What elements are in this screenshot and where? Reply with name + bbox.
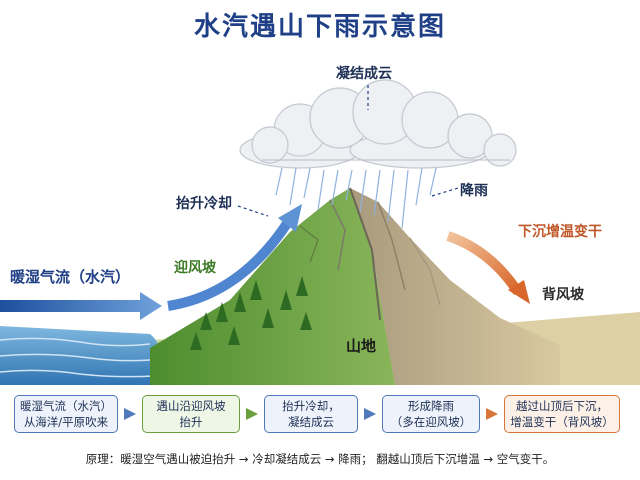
windward-label: 迎风坡 bbox=[174, 260, 216, 276]
arrow-right-icon bbox=[246, 408, 258, 420]
trees bbox=[190, 276, 312, 350]
step-line: 凝结成云 bbox=[288, 415, 334, 429]
page-title: 水汽遇山下雨示意图 bbox=[193, 12, 446, 42]
sink-warm-label: 下沉增温变干 bbox=[518, 224, 602, 240]
rain bbox=[275, 167, 437, 229]
sink-arrow bbox=[446, 231, 523, 295]
arrow-right-icon bbox=[364, 408, 376, 420]
step-line: 暖湿气流（水汽） bbox=[20, 399, 112, 413]
leeward-slope bbox=[350, 188, 560, 385]
step-line: 遇山沿迎风坡 bbox=[156, 399, 226, 413]
step-line: 抬升冷却， bbox=[282, 399, 340, 413]
airflow-arrow bbox=[0, 292, 162, 320]
arrow-right-icon bbox=[486, 408, 498, 420]
step-sink: 越过山顶后下沉， 增温变干（背风坡） bbox=[504, 395, 620, 433]
step-line: 抬升 bbox=[179, 415, 203, 429]
airflow-label: 暖湿气流（水汽） bbox=[10, 268, 131, 286]
step-condense: 抬升冷却， 凝结成云 bbox=[264, 395, 358, 433]
windward-slope bbox=[150, 188, 395, 385]
step-line: 越过山顶后下沉， bbox=[516, 399, 608, 413]
step-airflow: 暖湿气流（水汽） 从海洋/平原吹来 bbox=[14, 395, 118, 433]
principle-footer: 原理：暖湿空气遇山被迫抬升 → 冷却凝结成云 → 降雨； 翻越山顶后下沉增温 →… bbox=[85, 452, 555, 466]
step-line: 形成降雨 bbox=[408, 399, 454, 413]
mountain-label: 山地 bbox=[346, 337, 377, 355]
step-line: 从海洋/平原吹来 bbox=[23, 415, 109, 429]
condense-label: 凝结成云 bbox=[336, 66, 392, 82]
mountain-illustration bbox=[0, 79, 640, 385]
step-line: 增温变干（背风坡） bbox=[510, 415, 614, 429]
step-rain: 形成降雨 （多在迎风坡） bbox=[382, 395, 480, 433]
lift-arrow bbox=[167, 219, 293, 311]
rain-label: 降雨 bbox=[460, 183, 488, 199]
arrow-right-icon bbox=[124, 408, 136, 420]
step-lift: 遇山沿迎风坡 抬升 bbox=[142, 395, 240, 433]
step-line: （多在迎风坡） bbox=[390, 415, 472, 429]
leeward-label: 背风坡 bbox=[542, 287, 584, 303]
lift-cool-label: 抬升冷却 bbox=[176, 196, 232, 212]
process-flow: 暖湿气流（水汽） 从海洋/平原吹来 遇山沿迎风坡 抬升 抬升冷却， 凝结成云 形… bbox=[14, 392, 626, 436]
cloud bbox=[239, 79, 517, 169]
